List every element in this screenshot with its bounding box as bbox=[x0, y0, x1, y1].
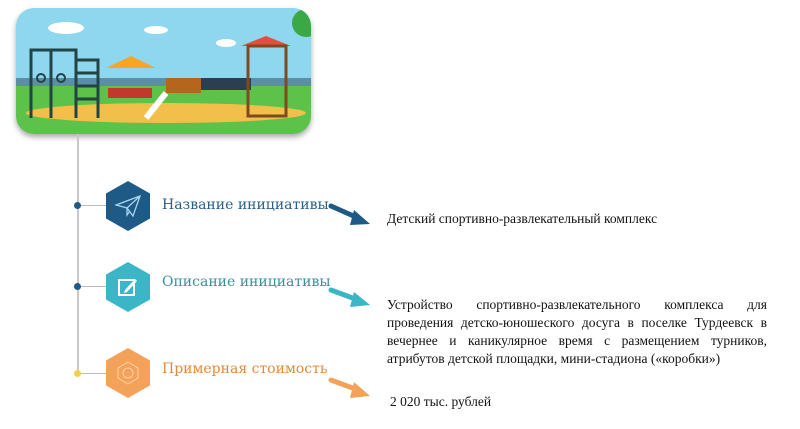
connector bbox=[78, 205, 108, 206]
connector bbox=[78, 373, 108, 374]
item-label: Примерная стоимость bbox=[162, 361, 328, 377]
timeline-line bbox=[77, 134, 79, 374]
arrow-icon bbox=[328, 377, 370, 398]
paper-plane-icon bbox=[106, 181, 150, 231]
arrow-icon bbox=[328, 287, 370, 307]
playground-illustration bbox=[16, 8, 311, 134]
arrow-icon bbox=[328, 203, 370, 225]
coin-icon bbox=[106, 348, 150, 398]
item-text: Детский спортивно-развлекательный компле… bbox=[387, 211, 658, 226]
timeline-dot bbox=[74, 283, 81, 290]
item-label: Описание инициативы bbox=[162, 274, 331, 290]
edit-icon bbox=[106, 262, 150, 312]
item-text: 2 020 тыс. рублей bbox=[390, 394, 492, 409]
timeline-dot bbox=[74, 202, 81, 209]
timeline-dot bbox=[74, 370, 81, 377]
item-label: Название инициативы bbox=[162, 197, 329, 213]
connector bbox=[78, 286, 108, 287]
item-text: Устройство спортивно-развлекательного ко… bbox=[387, 297, 767, 366]
